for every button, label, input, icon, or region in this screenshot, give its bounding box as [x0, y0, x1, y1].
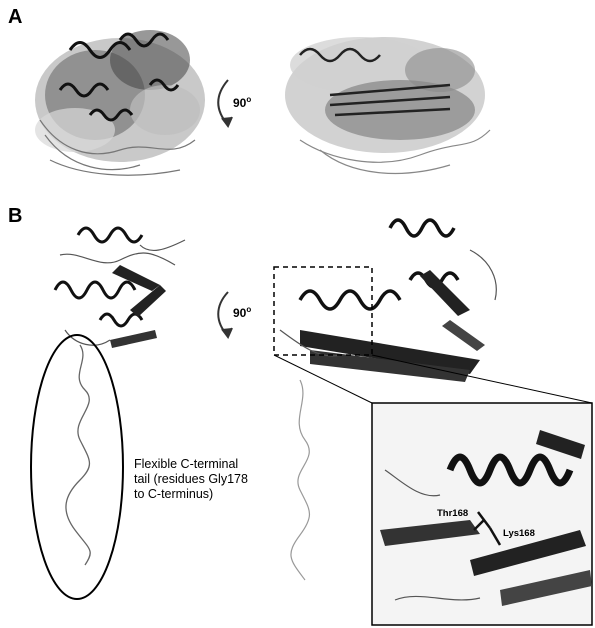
- tail-annotation-line-1: Flexible C-terminal: [134, 457, 238, 471]
- tail-annotation-line-3: to C-terminus): [134, 487, 213, 501]
- panel-a-label: A: [8, 6, 22, 29]
- rotation-arrow-b-icon: [218, 292, 232, 337]
- panel-a-structure-left: [35, 30, 205, 175]
- tail-annotation-line-2: tail (residues Gly178: [134, 472, 248, 486]
- panel-a-structure-right: [285, 37, 490, 173]
- rotation-unit-b: o: [246, 305, 251, 314]
- rotation-arrow-a-icon: [218, 80, 232, 126]
- rotation-label-a: 90o: [233, 95, 251, 110]
- tail-annotation: Flexible C-terminal tail (residues Gly17…: [134, 457, 248, 502]
- rotation-angle-b: 90: [233, 306, 246, 320]
- residue-label-lys168: Lys168: [503, 528, 535, 539]
- rotation-angle-a: 90: [233, 96, 246, 110]
- rotation-label-b: 90o: [233, 305, 251, 320]
- inset-zoom-panel: [372, 403, 592, 625]
- rotation-unit-a: o: [246, 95, 251, 104]
- tail-highlight-ellipse: [31, 335, 123, 599]
- panel-b-label: B: [8, 205, 22, 228]
- residue-label-thr168: Thr168: [437, 508, 468, 519]
